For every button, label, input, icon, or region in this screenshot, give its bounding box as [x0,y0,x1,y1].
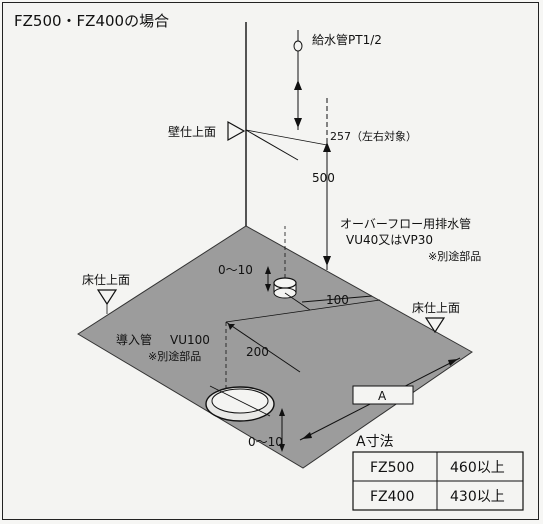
dim-200-label: 200 [246,345,269,359]
dim-100-ext [284,292,311,311]
a-table-title: A寸法 [356,434,394,450]
dim-257-label: 257（左右対象） [330,129,417,143]
wall-finish-label: 壁仕上面 [168,124,216,139]
inlet-diameter-line [209,385,271,417]
dim-257-arrow-bottom [294,118,302,128]
dim-500-arrow-top [323,142,331,152]
dim-a-label: A [378,389,387,403]
inlet-pipe-label: 導入管 [116,332,152,347]
supply-pipe-end [293,40,303,52]
floor-finish-left-label: 床仕上面 [82,273,130,287]
floor-finish-right-label: 床仕上面 [412,301,460,315]
separate-part-label-1: ※別途部品 [428,249,481,263]
floor-plane [77,225,473,469]
wall-finish-marker [227,120,246,142]
dim-0-10-bottom-arrow-b [279,444,285,452]
dim-reference-line [225,299,381,323]
dim-257-leader [245,129,299,161]
a-table-value-1: 460以上 [450,460,505,476]
dim-257-arrow-top [294,80,302,90]
dim-0-10-top-arrow [265,266,271,274]
dim-100-line [301,295,373,303]
floor-finish-marker-right [424,317,446,334]
dim-200-line [225,321,301,373]
overflow-spec-label: VU40又はVP30 [346,233,433,247]
dim-a-arrow-left [302,432,312,439]
dim-200-arrow [228,324,235,330]
diagram-title: FZ500・FZ400の場合 [14,12,169,30]
a-table-value-2: 430以上 [450,489,505,505]
dim-100-label: 100 [326,293,349,307]
inlet-spec-label: VU100 [170,333,210,347]
supply-pipe-label: 給水管PT1/2 [312,32,382,47]
dim-0-10-bottom-label: 0～10 [248,435,283,449]
dim-0-10-top-arrow-b [265,284,271,292]
separate-part-label-2: ※別途部品 [148,349,201,363]
inlet-pipe-hole [205,386,275,422]
overflow-pipe-label: オーバーフロー用排水管 [340,216,471,231]
dim-500-ext-top [245,129,328,146]
a-dimension-table [352,451,524,511]
overflow-pipe-hole [273,277,297,299]
dim-500-arrow-bottom [323,256,331,266]
a-table-model-1: FZ500 [370,460,414,476]
dim-500-label: 500 [312,171,335,185]
dim-0-10-top-label: 0～10 [218,263,253,277]
dim-0-10-bottom-arrow [279,408,285,416]
a-table-model-2: FZ400 [370,489,414,505]
floor-finish-marker-left [96,289,118,306]
dim-a-arrow-right [448,359,458,366]
dim-a-box [352,385,414,405]
